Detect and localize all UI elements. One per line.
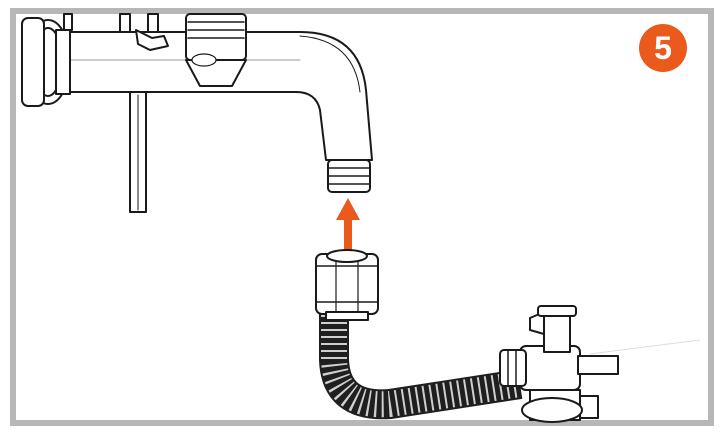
angle-valve [500,306,700,422]
corrugated-hose [334,308,520,404]
step-number-badge: 5 [639,24,687,72]
hose-assembly [316,250,520,404]
faucet-assembly [22,14,372,212]
